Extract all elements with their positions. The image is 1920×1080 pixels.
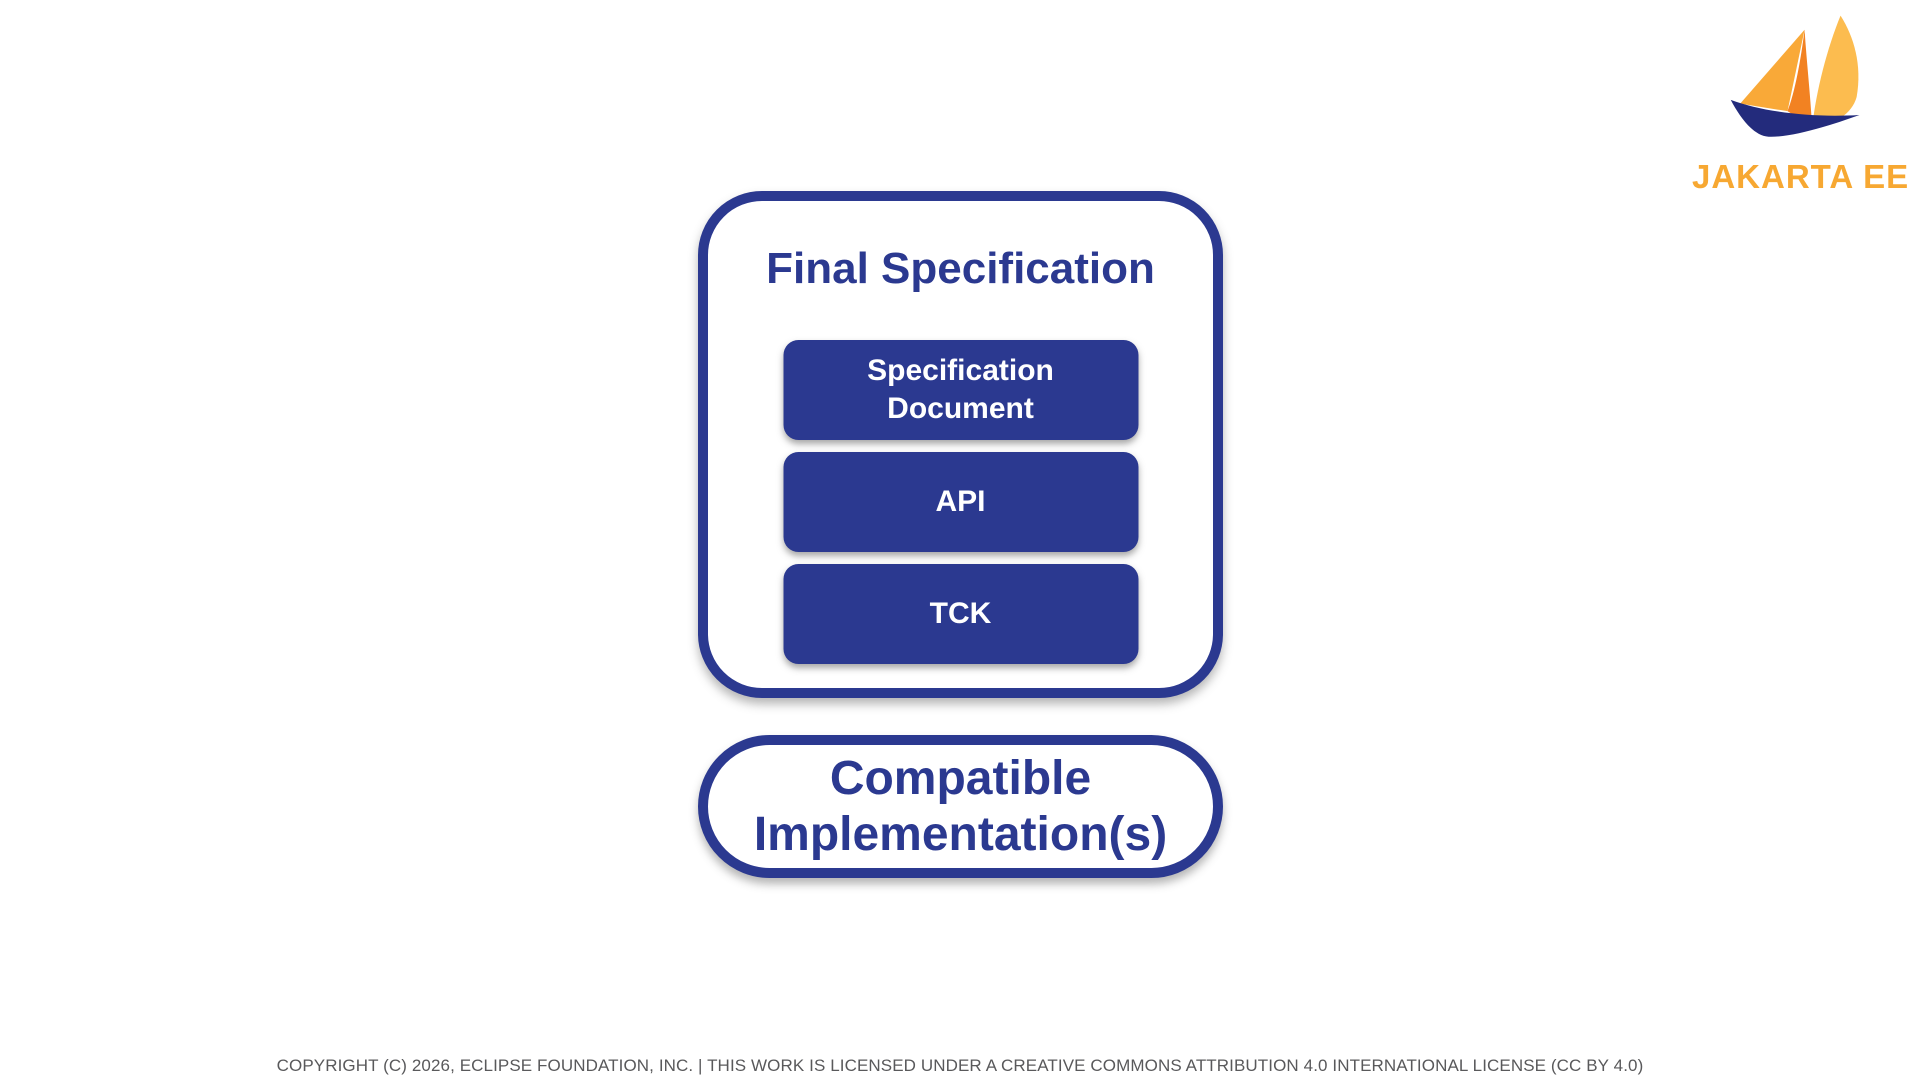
final-specification-title: Final Specification (766, 244, 1155, 293)
compatible-implementations-box: Compatible Implementation(s) (698, 735, 1223, 878)
jakarta-ee-sailboat-icon (1730, 15, 1860, 137)
spec-item-specification-document: Specification Document (783, 340, 1138, 440)
jakarta-ee-logo-text: JAKARTA EE (1692, 158, 1910, 195)
spec-items-stack: Specification Document API TCK (783, 340, 1138, 664)
spec-item-tck: TCK (783, 564, 1138, 664)
final-specification-container: Final Specification Specification Docume… (698, 191, 1223, 698)
compatible-implementations-label: Compatible Implementation(s) (753, 751, 1168, 861)
jakarta-ee-logo: JAKARTA EE (1692, 8, 1910, 196)
spec-item-api: API (783, 452, 1138, 552)
copyright-footer: COPYRIGHT (C) 2026, ECLIPSE FOUNDATION, … (276, 1056, 1644, 1075)
